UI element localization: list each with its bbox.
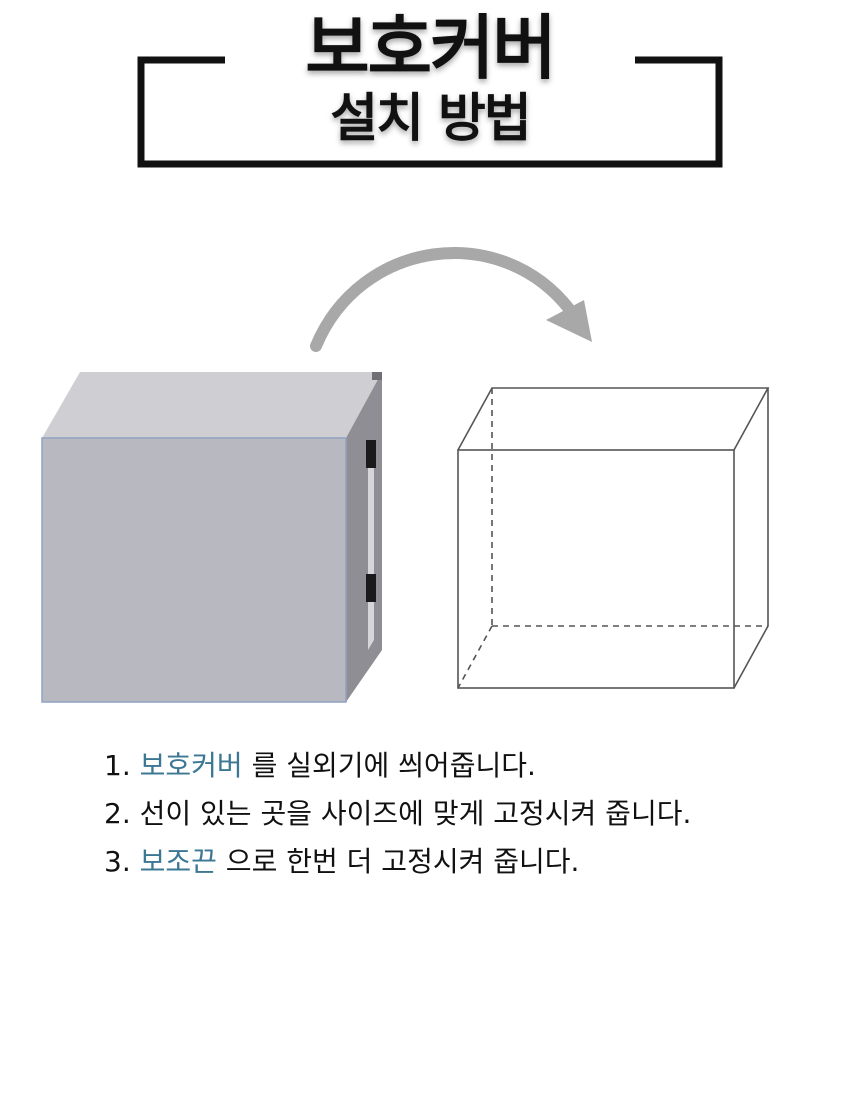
step-text: 으로 한번 더 고정시켜 줍니다.: [216, 845, 580, 878]
step-highlight: 보조끈: [139, 845, 217, 878]
title-frame: [137, 56, 723, 168]
instruction-list: 1. 보호커버 를 실외기에 씌어줍니다. 2. 선이 있는 곳을 사이즈에 맞…: [104, 742, 824, 886]
curved-arrow-right-icon: [310, 247, 592, 352]
illustration: [41, 247, 770, 703]
step-text: 를 실외기에 씌어줍니다.: [242, 749, 536, 782]
step-item: 1. 보호커버 를 실외기에 씌어줍니다.: [104, 742, 824, 790]
step-text: 선이 있는 곳을 사이즈에 맞게 고정시켜 줍니다.: [130, 797, 692, 830]
page-subtitle: 설치 방법: [330, 89, 531, 149]
step-highlight: 보호커버: [139, 749, 243, 782]
step-number: 3.: [104, 845, 131, 878]
step-number: 2.: [104, 797, 131, 830]
step-item: 2. 선이 있는 곳을 사이즈에 맞게 고정시켜 줍니다.: [104, 790, 824, 838]
wireframe-box-icon: [457, 387, 770, 689]
step-number: 1.: [104, 749, 131, 782]
covered-outdoor-unit-icon: [41, 372, 382, 703]
page-title: 보호커버: [305, 7, 557, 89]
step-item: 3. 보조끈 으로 한번 더 고정시켜 줍니다.: [104, 838, 824, 886]
